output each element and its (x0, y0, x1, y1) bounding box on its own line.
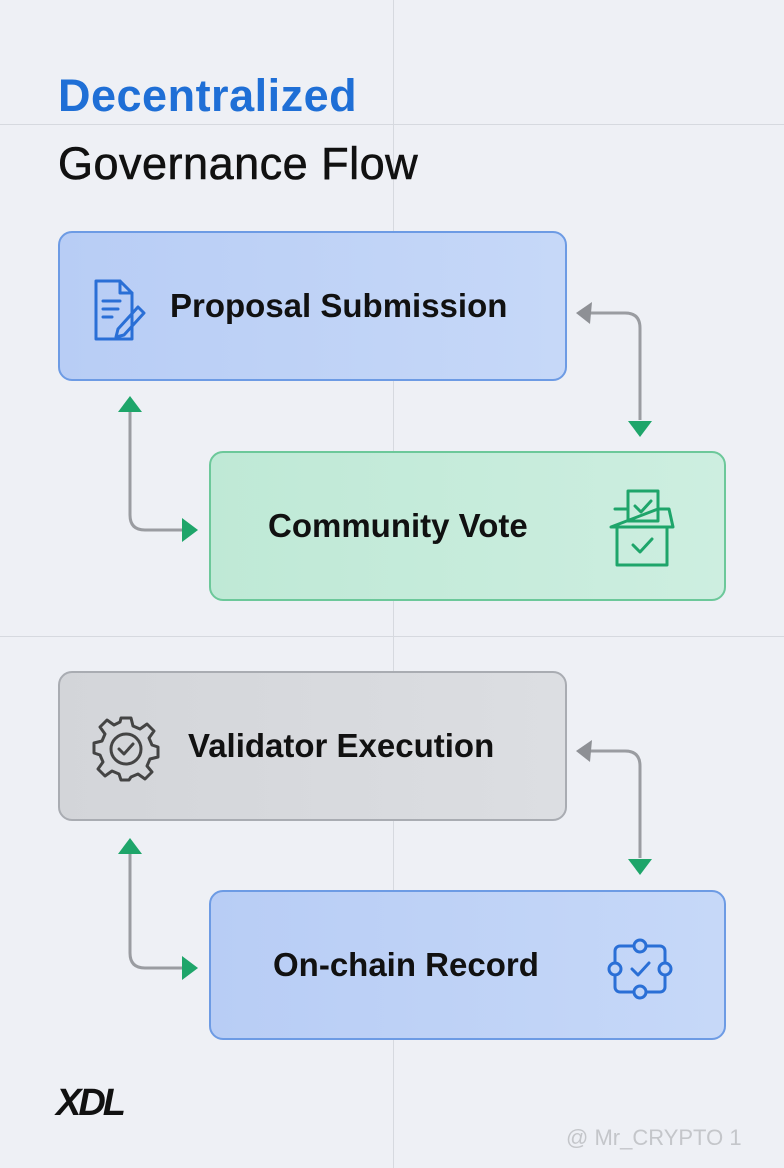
watermark: @ Mr_CRYPTO 1 (566, 1125, 742, 1150)
step-community-vote: Community Vote (209, 451, 726, 601)
arrowhead-down-green (628, 421, 652, 437)
arrowhead-left-grey (576, 302, 592, 324)
arrowhead-up-green (118, 838, 142, 854)
grid-line (0, 124, 784, 125)
arrowhead-down-green (628, 859, 652, 875)
document-pen-icon (94, 279, 146, 341)
step-label: Validator Execution (188, 727, 495, 764)
arrowhead-left-grey (576, 740, 592, 762)
arrowhead-up-green (118, 396, 142, 412)
arrowhead-right-green (182, 956, 198, 980)
network-check-icon (607, 938, 673, 1000)
step-on-chain-record: On-chain Record (209, 890, 726, 1040)
gear-check-icon (92, 716, 160, 782)
title-line-2: Governance Flow (58, 138, 419, 190)
title-line-1: Decentralized (58, 70, 358, 121)
xdl-logo: XDL (56, 1082, 126, 1124)
connector-proposal-vote (128, 311, 642, 970)
grid-line (0, 636, 784, 637)
arrowhead-right-green (182, 518, 198, 542)
step-label: On-chain Record (273, 946, 539, 983)
step-proposal-submission: Proposal Submission (58, 231, 567, 381)
step-validator-execution: Validator Execution (58, 671, 567, 821)
step-label: Proposal Submission (170, 287, 508, 324)
ballot-box-icon (609, 489, 675, 567)
step-label: Community Vote (268, 507, 528, 544)
